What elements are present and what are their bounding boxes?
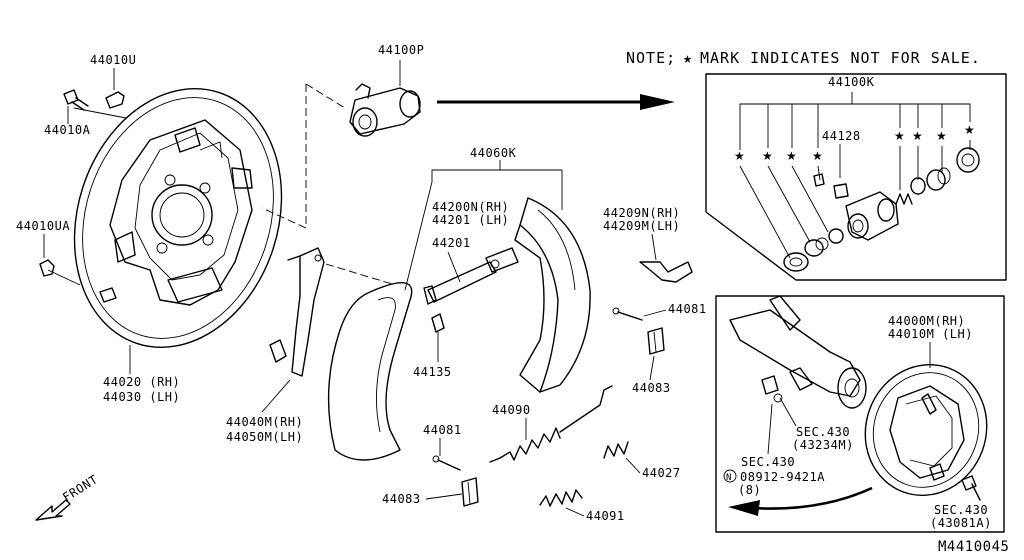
retainer-44083-right bbox=[647, 327, 665, 355]
label-44060K: 44060K bbox=[470, 146, 517, 160]
brake-shoe-front bbox=[327, 282, 413, 461]
curved-arrow-icon bbox=[728, 486, 873, 516]
note-text: NOTE; ★ MARK INDICATES NOT FOR SALE. bbox=[626, 49, 981, 67]
spring-44090 bbox=[489, 385, 613, 463]
star-icon: ★ bbox=[912, 129, 923, 143]
star-icon: ★ bbox=[812, 149, 823, 163]
arrow-right-icon bbox=[437, 94, 675, 110]
label-44010U: 44010U bbox=[90, 53, 136, 67]
diagram-id: M4410045 bbox=[938, 539, 1009, 555]
front-label: FRONT bbox=[60, 472, 100, 504]
label-44010UA: 44010UA bbox=[16, 219, 70, 233]
brake-assembly bbox=[864, 363, 988, 497]
label-44020: 44020 (RH) bbox=[103, 375, 180, 389]
label-44090: 44090 bbox=[492, 403, 531, 417]
clip-44135 bbox=[431, 313, 445, 362]
label-44081-right: 44081 bbox=[668, 302, 707, 316]
brake-shoe-rear bbox=[514, 197, 591, 393]
n-icon: N bbox=[726, 473, 732, 483]
backing-plate bbox=[73, 88, 283, 348]
bolt-spec: N 08912-9421A (8) bbox=[723, 469, 825, 497]
label-44100P: 44100P bbox=[378, 43, 424, 57]
dust-boot-left bbox=[783, 252, 809, 272]
label-44209N: 44209N(RH) bbox=[603, 206, 680, 220]
clip-44010U bbox=[105, 91, 125, 109]
label-44083-right: 44083 bbox=[632, 381, 671, 395]
label-44100K: 44100K bbox=[828, 75, 875, 89]
plug-44010UA bbox=[39, 259, 55, 277]
star-icon: ★ bbox=[786, 149, 797, 163]
bolt-44010A bbox=[63, 89, 89, 111]
pin-44081-lower bbox=[432, 455, 461, 471]
label-44135: 44135 bbox=[413, 365, 452, 379]
piston-right bbox=[926, 167, 951, 191]
label-44081-lower: 44081 bbox=[423, 423, 462, 437]
label-sec430-c-code: (43081A) bbox=[930, 516, 992, 530]
spring-kit bbox=[895, 193, 913, 205]
wheel-cylinder-44100P bbox=[349, 60, 421, 137]
note-prefix: NOTE; bbox=[626, 49, 676, 67]
star-icon: ★ bbox=[894, 129, 905, 143]
label-sec430-c: SEC.430 bbox=[934, 503, 988, 517]
label-bolt-qty: (8) bbox=[738, 483, 761, 497]
axle-assembly-box bbox=[715, 295, 1005, 533]
front-arrow-icon bbox=[35, 499, 71, 521]
label-44200N: 44200N(RH) bbox=[432, 200, 509, 214]
cylinder-body bbox=[845, 191, 899, 241]
lever-44040M bbox=[269, 247, 325, 377]
label-sec430-b: SEC.430 bbox=[741, 455, 795, 469]
label-44027: 44027 bbox=[642, 466, 681, 480]
star-icon: ★ bbox=[964, 123, 975, 137]
retainer-44083-lower bbox=[461, 477, 479, 507]
label-44201-lh: 44201 (LH) bbox=[432, 213, 509, 227]
label-44050M: 44050M(LH) bbox=[226, 430, 303, 444]
label-44128: 44128 bbox=[822, 129, 861, 143]
axle-housing bbox=[729, 295, 867, 409]
bolt-43081A bbox=[961, 475, 981, 501]
label-44010M: 44010M (LH) bbox=[888, 327, 973, 341]
label-bolt-code: 08912-9421A bbox=[740, 470, 825, 484]
label-44040M: 44040M(RH) bbox=[226, 415, 303, 429]
spring-44091 bbox=[539, 489, 583, 507]
star-icon: ★ bbox=[683, 49, 693, 67]
star-icon: ★ bbox=[734, 149, 745, 163]
adjuster-44200N bbox=[423, 247, 519, 305]
strut-44209N bbox=[639, 261, 693, 283]
label-sec430-a: SEC.430 bbox=[796, 425, 850, 439]
note-body: MARK INDICATES NOT FOR SALE. bbox=[700, 49, 981, 67]
label-44083-lower: 44083 bbox=[382, 492, 421, 506]
label-44010A: 44010A bbox=[44, 123, 91, 137]
label-44000M: 44000M(RH) bbox=[888, 314, 965, 328]
label-44201: 44201 bbox=[432, 236, 471, 250]
cup-seal-left bbox=[828, 228, 844, 244]
label-44209M: 44209M(LH) bbox=[603, 219, 680, 233]
star-icon: ★ bbox=[762, 149, 773, 163]
spring-44027 bbox=[603, 441, 629, 459]
pin-44081-right bbox=[612, 307, 643, 321]
cup-seal-right bbox=[910, 177, 926, 195]
bleeder-screw bbox=[813, 173, 849, 199]
dust-boot-right bbox=[956, 147, 980, 173]
star-icon: ★ bbox=[936, 129, 947, 143]
label-44091: 44091 bbox=[586, 509, 625, 523]
label-44030: 44030 (LH) bbox=[103, 390, 180, 404]
piston-left bbox=[804, 237, 829, 257]
label-sec430-a-code: (43234M) bbox=[792, 438, 854, 452]
wheel-cylinder-kit-box bbox=[705, 73, 1007, 281]
